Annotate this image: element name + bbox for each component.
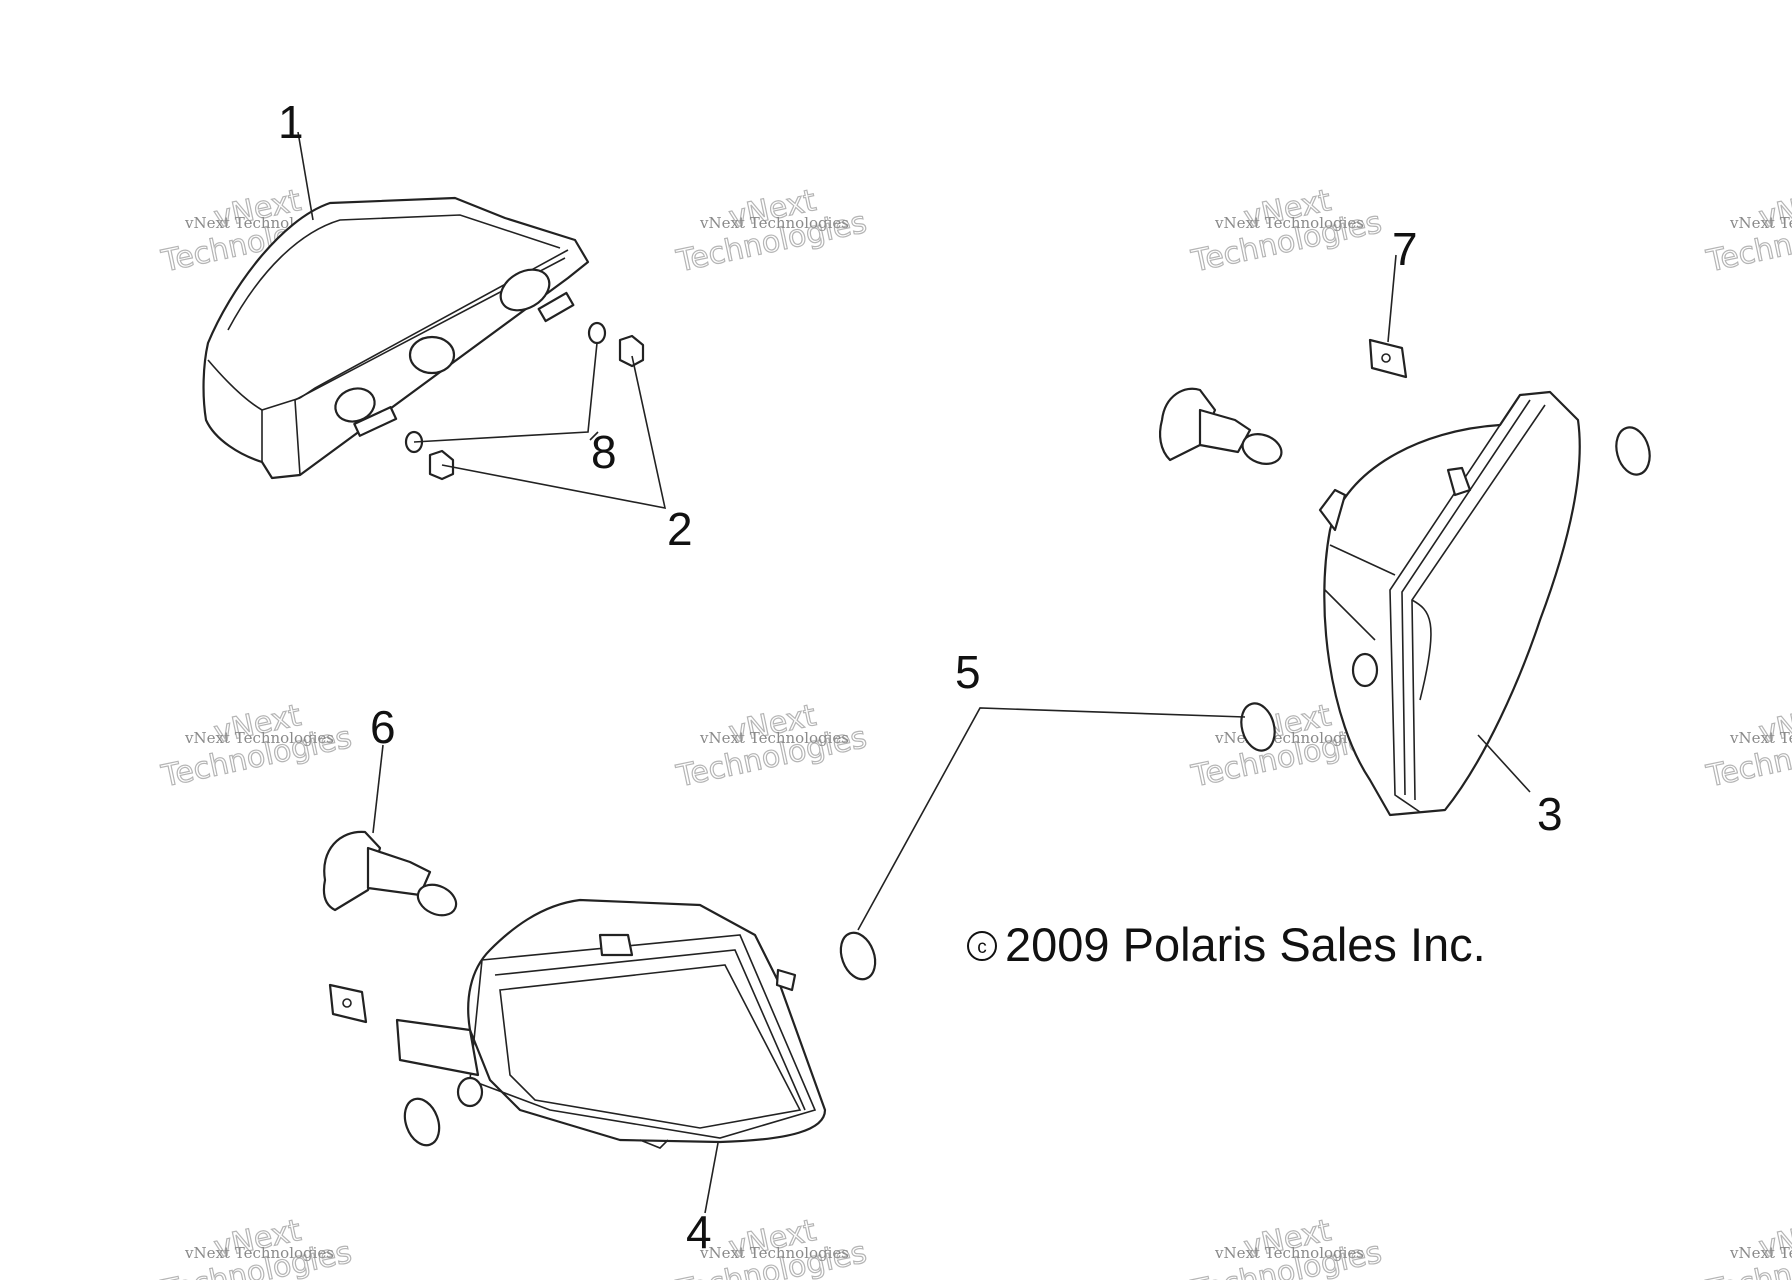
bulb-lower [322, 830, 458, 917]
copyright-notice: c 2009 Polaris Sales Inc. [967, 918, 1486, 971]
callout-2: 2 [667, 503, 693, 555]
watermark-small: vNext Technologies [1214, 1244, 1364, 1262]
watermark: vNext Technologies vNext Technologies [1702, 697, 1792, 795]
watermark-small: vNext Technologies [1729, 729, 1792, 747]
callout-1: 1 [278, 96, 304, 148]
watermark-small: vNext Technologies [1214, 214, 1364, 232]
clip-part-7 [1368, 338, 1408, 379]
tail-light-assembly [202, 196, 645, 481]
watermark: vNext Technologies vNext Technologies [672, 697, 870, 795]
watermark-small: vNext Technologies [1214, 729, 1364, 747]
watermark-small: vNext Technologies [699, 1244, 849, 1262]
callout-3: 3 [1537, 788, 1563, 840]
watermark-small: vNext Technologies [1729, 1244, 1792, 1262]
callout-6: 6 [370, 701, 396, 753]
headlight-left [395, 898, 827, 1149]
copyright-text: 2009 Polaris Sales Inc. [1005, 918, 1486, 971]
callout-8: 8 [591, 426, 617, 478]
watermark: vNext Technologies vNext Technologies [1187, 182, 1385, 280]
o-ring [839, 931, 877, 981]
watermark: vNext Technologies vNext Technologies [1702, 1212, 1792, 1280]
copyright-circle-icon [967, 931, 997, 961]
watermark: vNext Technologies vNext Technologies [1702, 182, 1792, 280]
watermark: vNext Technologies vNext Technologies [1187, 1212, 1385, 1280]
o-ring [1615, 426, 1651, 476]
watermark: vNext Technologies vNext Technologies [672, 182, 870, 280]
watermark-small: vNext Technologies [699, 214, 849, 232]
callout-7: 7 [1392, 223, 1418, 275]
headlight-right [1318, 390, 1581, 817]
watermark-small: vNext Technologies [1729, 214, 1792, 232]
callout-5: 5 [955, 646, 981, 698]
clip-lower [328, 983, 368, 1024]
o-ring [403, 1097, 441, 1147]
leader-lines [297, 131, 1531, 1214]
watermark-small: vNext Technologies [699, 729, 849, 747]
bulb-upper [1159, 387, 1283, 465]
watermark-small: vNext Technologies [184, 729, 334, 747]
callout-4: 4 [686, 1206, 712, 1258]
watermark: vNext Technologies vNext Technologies [157, 1212, 355, 1280]
watermark: vNext Technologies vNext Technologies [157, 697, 355, 795]
copyright-symbol: c [977, 937, 987, 958]
o-ring [1240, 702, 1276, 752]
watermark-small: vNext Technologies [184, 1244, 334, 1262]
callouts: 1 2 3 4 5 6 7 8 [278, 96, 1563, 1258]
